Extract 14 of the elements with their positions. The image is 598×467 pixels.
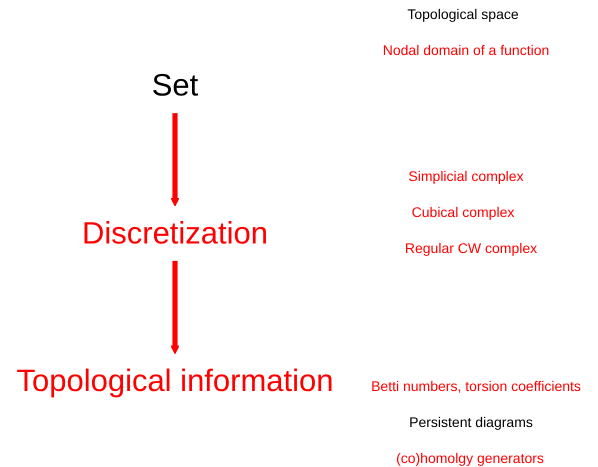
node-text: Topological information	[16, 364, 334, 398]
side-note: Simplicial complex	[408, 168, 524, 184]
arrow	[170, 113, 180, 207]
side-note: Persistent diagrams	[409, 414, 533, 430]
node-text: Discretization	[82, 216, 268, 251]
side-note: (co)homolgy generators	[396, 450, 544, 466]
node-text: Set	[152, 68, 198, 103]
arrow	[170, 260, 180, 354]
side-note: Regular CW complex	[404, 240, 538, 256]
side-note: Betti numbers, torsion coefficients	[371, 378, 581, 394]
side-note: Topological space	[407, 6, 519, 22]
flow-diagram: Set Discretization Topological information	[0, 0, 350, 467]
side-note: Cubical complex	[412, 204, 514, 220]
side-note: Nodal domain of a function	[382, 42, 550, 58]
